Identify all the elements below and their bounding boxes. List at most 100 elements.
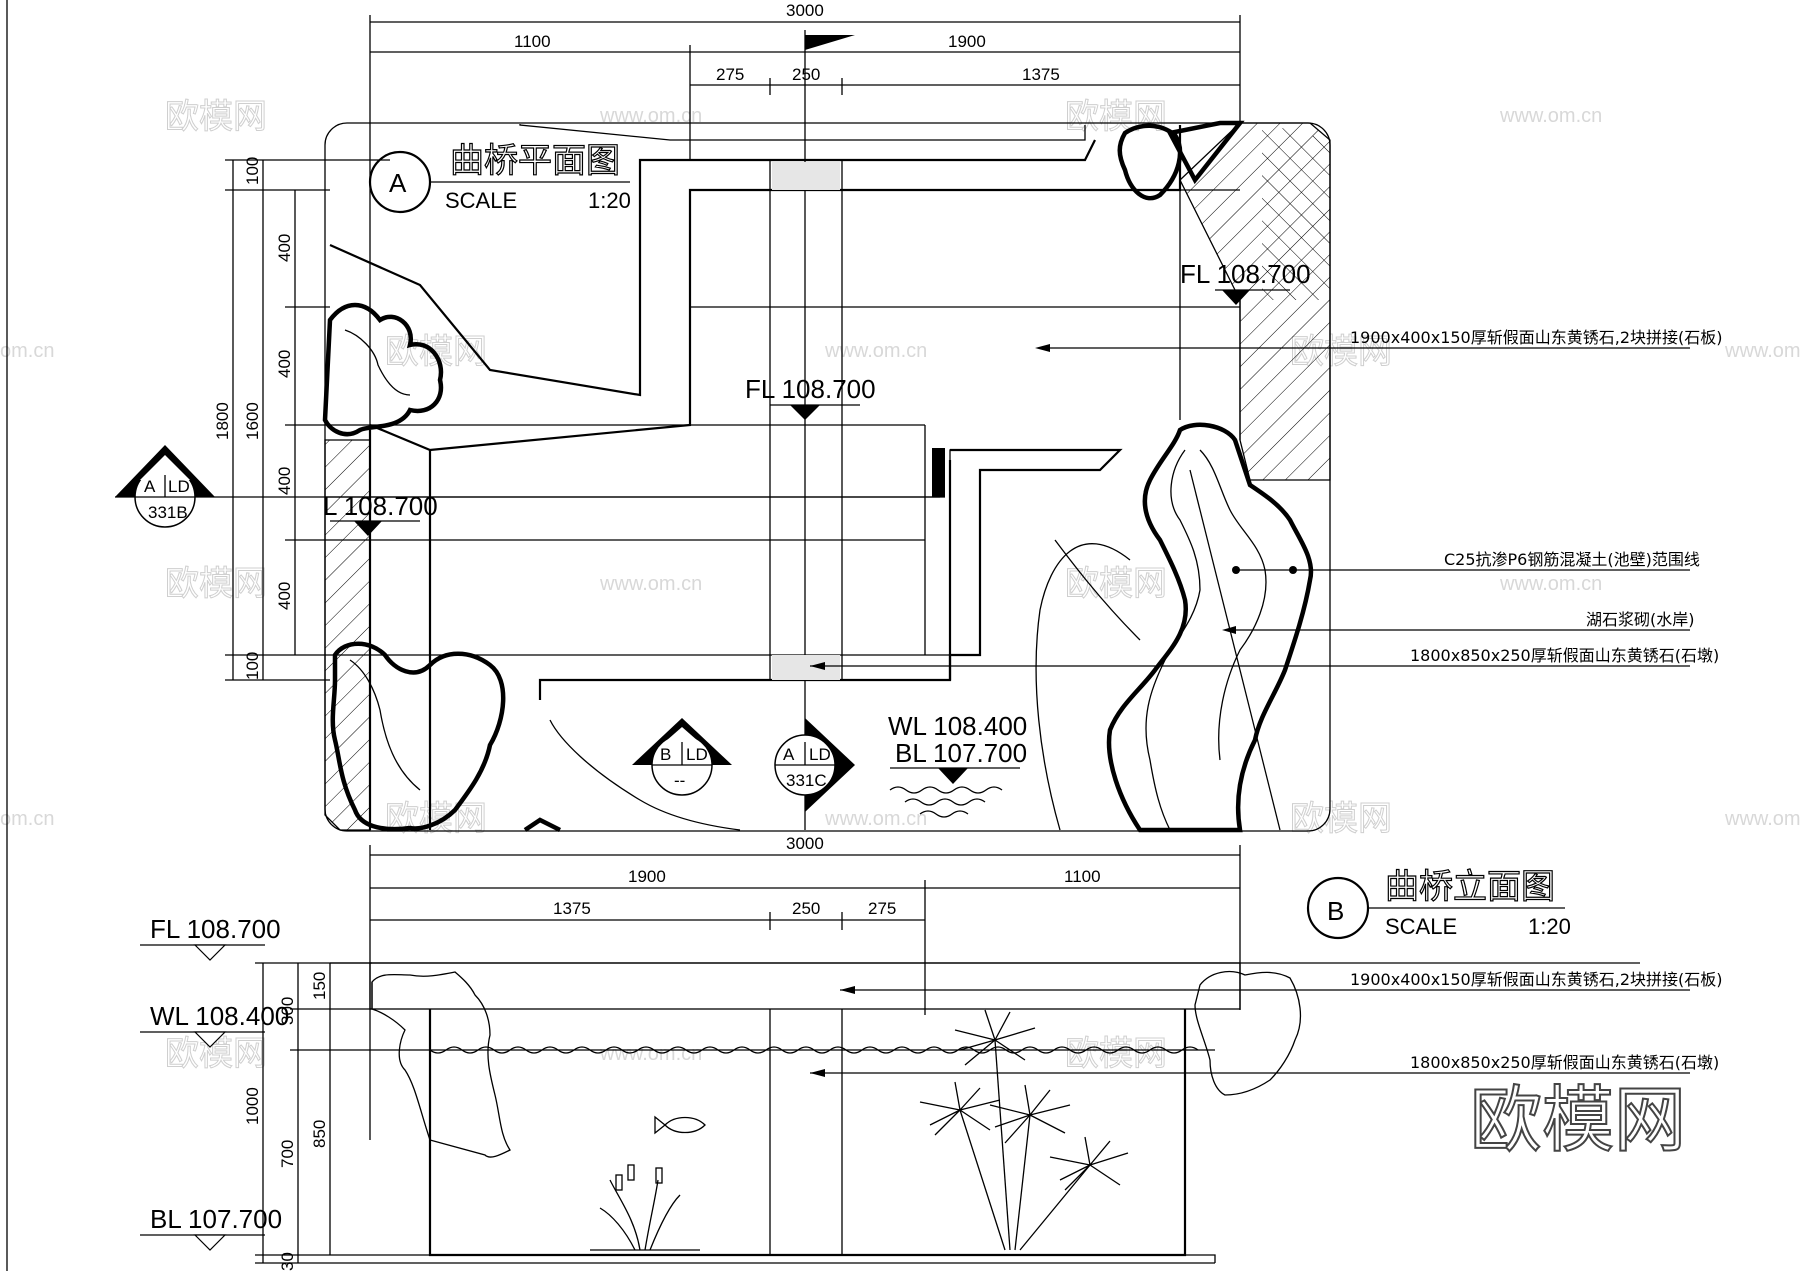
dim-bottom-sub3: 275 [868,899,896,918]
elev-dim-700: 700 [278,1140,297,1168]
watermark-url: www.om.cn [599,573,702,595]
watermark-text: 欧模网 [1065,564,1167,604]
elevation-view: B 曲桥立面图 SCALE 1:20 [140,866,1723,1271]
elev-level-fl: FL 108.700 [140,914,281,961]
dim-top-sub3: 1375 [1022,65,1060,84]
plan-notes: 1900x400x150厚斩假面山东黄锈石,2块拼接(石板) C25抗渗P6钢筋… [810,328,1723,670]
dim-left-s6: 100 [243,652,262,680]
dim-bottom-overall: 3000 [786,834,824,853]
elevation-scale-label: SCALE [1385,914,1457,939]
dim-bottom-sub1: 1375 [553,899,591,918]
plan-scale-value: 1:20 [588,188,631,213]
rock-outline [1117,123,1183,201]
section-bottom-a-c: 331C [786,771,827,790]
watermark-url: www.om.cn [824,808,927,830]
dim-bottom-seg2: 1100 [1064,867,1101,886]
stone-fill [772,162,840,190]
dim-top-sub2: 250 [792,65,820,84]
fish-icon [654,1115,706,1135]
plan-note-slab: 1900x400x150厚斩假面山东黄锈石,2块拼接(石板) [1350,328,1723,347]
bottom-dimensions: 3000 1900 1100 1375 250 275 [369,834,1241,1140]
dim-top-seg2: 1900 [948,32,986,51]
plan-note-pier: 1800x850x250厚斩假面山东黄锈石(石墩) [1410,646,1719,665]
rock-outline [523,817,562,833]
plan-title: 曲桥平面图 [450,141,620,181]
rock-outline [330,641,506,832]
pool-section [428,1009,1187,1257]
slab-elevation [369,962,1241,1010]
watermark-url: www.om.cn [1724,340,1800,362]
section-bottom-a-b: LD [809,745,831,764]
watermark-url: om.cn [0,340,54,362]
level-bl-text: BL 107.700 [895,738,1027,768]
rock-contour [349,659,421,791]
level-fl-right: FL 108.700 [1180,259,1311,305]
dim-left-s3: 400 [275,350,294,378]
rock-outline [322,302,444,437]
elev-level-fl-text: FL 108.700 [150,914,281,944]
watermark-url: www.om.cn [1724,808,1800,830]
watermark-text: 欧模网 [1290,799,1392,839]
watermark-text: 欧模网 [1065,97,1167,137]
watermark-url: www.om.cn [599,105,702,127]
top-dimensions: 3000 1100 1900 275 250 1375 [369,1,1241,430]
dim-top-seg1: 1100 [514,32,551,51]
section-left-a: A [144,477,156,496]
elev-note-pier: 1800x850x250厚斩假面山东黄锈石(石墩) [1410,1053,1719,1072]
elevation-notes: 1900x400x150厚斩假面山东黄锈石,2块拼接(石板) 1800x850x… [810,970,1723,1077]
section-bottom-a-a: A [783,745,795,764]
dim-left-s5: 400 [275,582,294,610]
plan-boundary [324,122,1331,832]
plan-scale-label: SCALE [445,188,517,213]
elevation-marker-letter: B [1327,896,1344,926]
dim-left-s1: 100 [243,157,262,185]
bridge-edge [538,448,1123,700]
plan-view: A 曲桥平面图 SCALE 1:20 3000 1100 1900 275 25… [115,1,1723,1140]
watermark-text: 欧模网 [165,564,267,604]
base-line [1185,1254,1216,1263]
bridge-edge [369,125,1182,452]
watermark-url: om.cn [0,808,54,830]
section-marker-bottom-b: B LD -- [632,718,732,796]
watermark-layer: 欧模网 www.om.cn 欧模网 www.om.cn om.cn 欧模网 ww… [0,97,1800,1075]
level-fl-left: L 108.700 [323,491,438,536]
water-ripple [429,1046,1199,1054]
dim-top-overall: 3000 [786,1,824,20]
north-flag [805,35,855,50]
dim-left-inner: 1600 [243,402,262,440]
stone-fill [772,655,840,680]
watermark-text: 欧模网 [165,97,267,137]
dim-top-sub1: 275 [716,65,744,84]
hatched-wall-left [324,439,371,831]
section-left-c: 331B [148,503,188,522]
rock-contour [344,329,411,396]
dim-bottom-seg1: 1900 [628,867,666,886]
elevation-title: 曲桥立面图 [1385,867,1555,907]
level-fl-right-text: FL 108.700 [1180,259,1311,289]
section-bottom-b-b: LD [686,745,708,764]
left-dimensions: 1800 1600 100 400 400 400 400 100 [213,157,390,681]
plan-marker-letter: A [389,168,407,198]
level-fl-center-text: FL 108.700 [745,374,876,404]
hatched-wall-cross [1262,123,1330,300]
section-bottom-b-a: B [660,745,671,764]
bridge-edge-outer [519,124,1086,141]
level-fl-left-text: L 108.700 [323,491,438,521]
logo-watermark: 欧模网 [1470,1078,1686,1162]
section-flag [932,448,945,497]
plant-large [919,1009,1129,1251]
arc-line [1035,543,1131,831]
level-wl-bl: WL 108.400 BL 107.700 [888,711,1027,818]
watermark-text: 欧模网 [385,799,487,839]
watermark-url: www.om.cn [1499,105,1602,127]
plant-small [590,1164,700,1251]
section-marker-bottom-a: A LD 331C [774,718,855,812]
watermark-url: www.om.cn [1499,573,1602,595]
dim-bottom-sub2: 250 [792,899,820,918]
level-wl-text: WL 108.400 [888,711,1027,741]
elev-level-wl-text: WL 108.400 [150,1001,289,1031]
dim-left-outer: 1800 [213,402,232,440]
elev-left-dimensions: 1000 150 300 850 700 30 [243,962,430,1271]
elev-dim-850: 850 [310,1120,329,1148]
rock-contour [1199,449,1267,761]
